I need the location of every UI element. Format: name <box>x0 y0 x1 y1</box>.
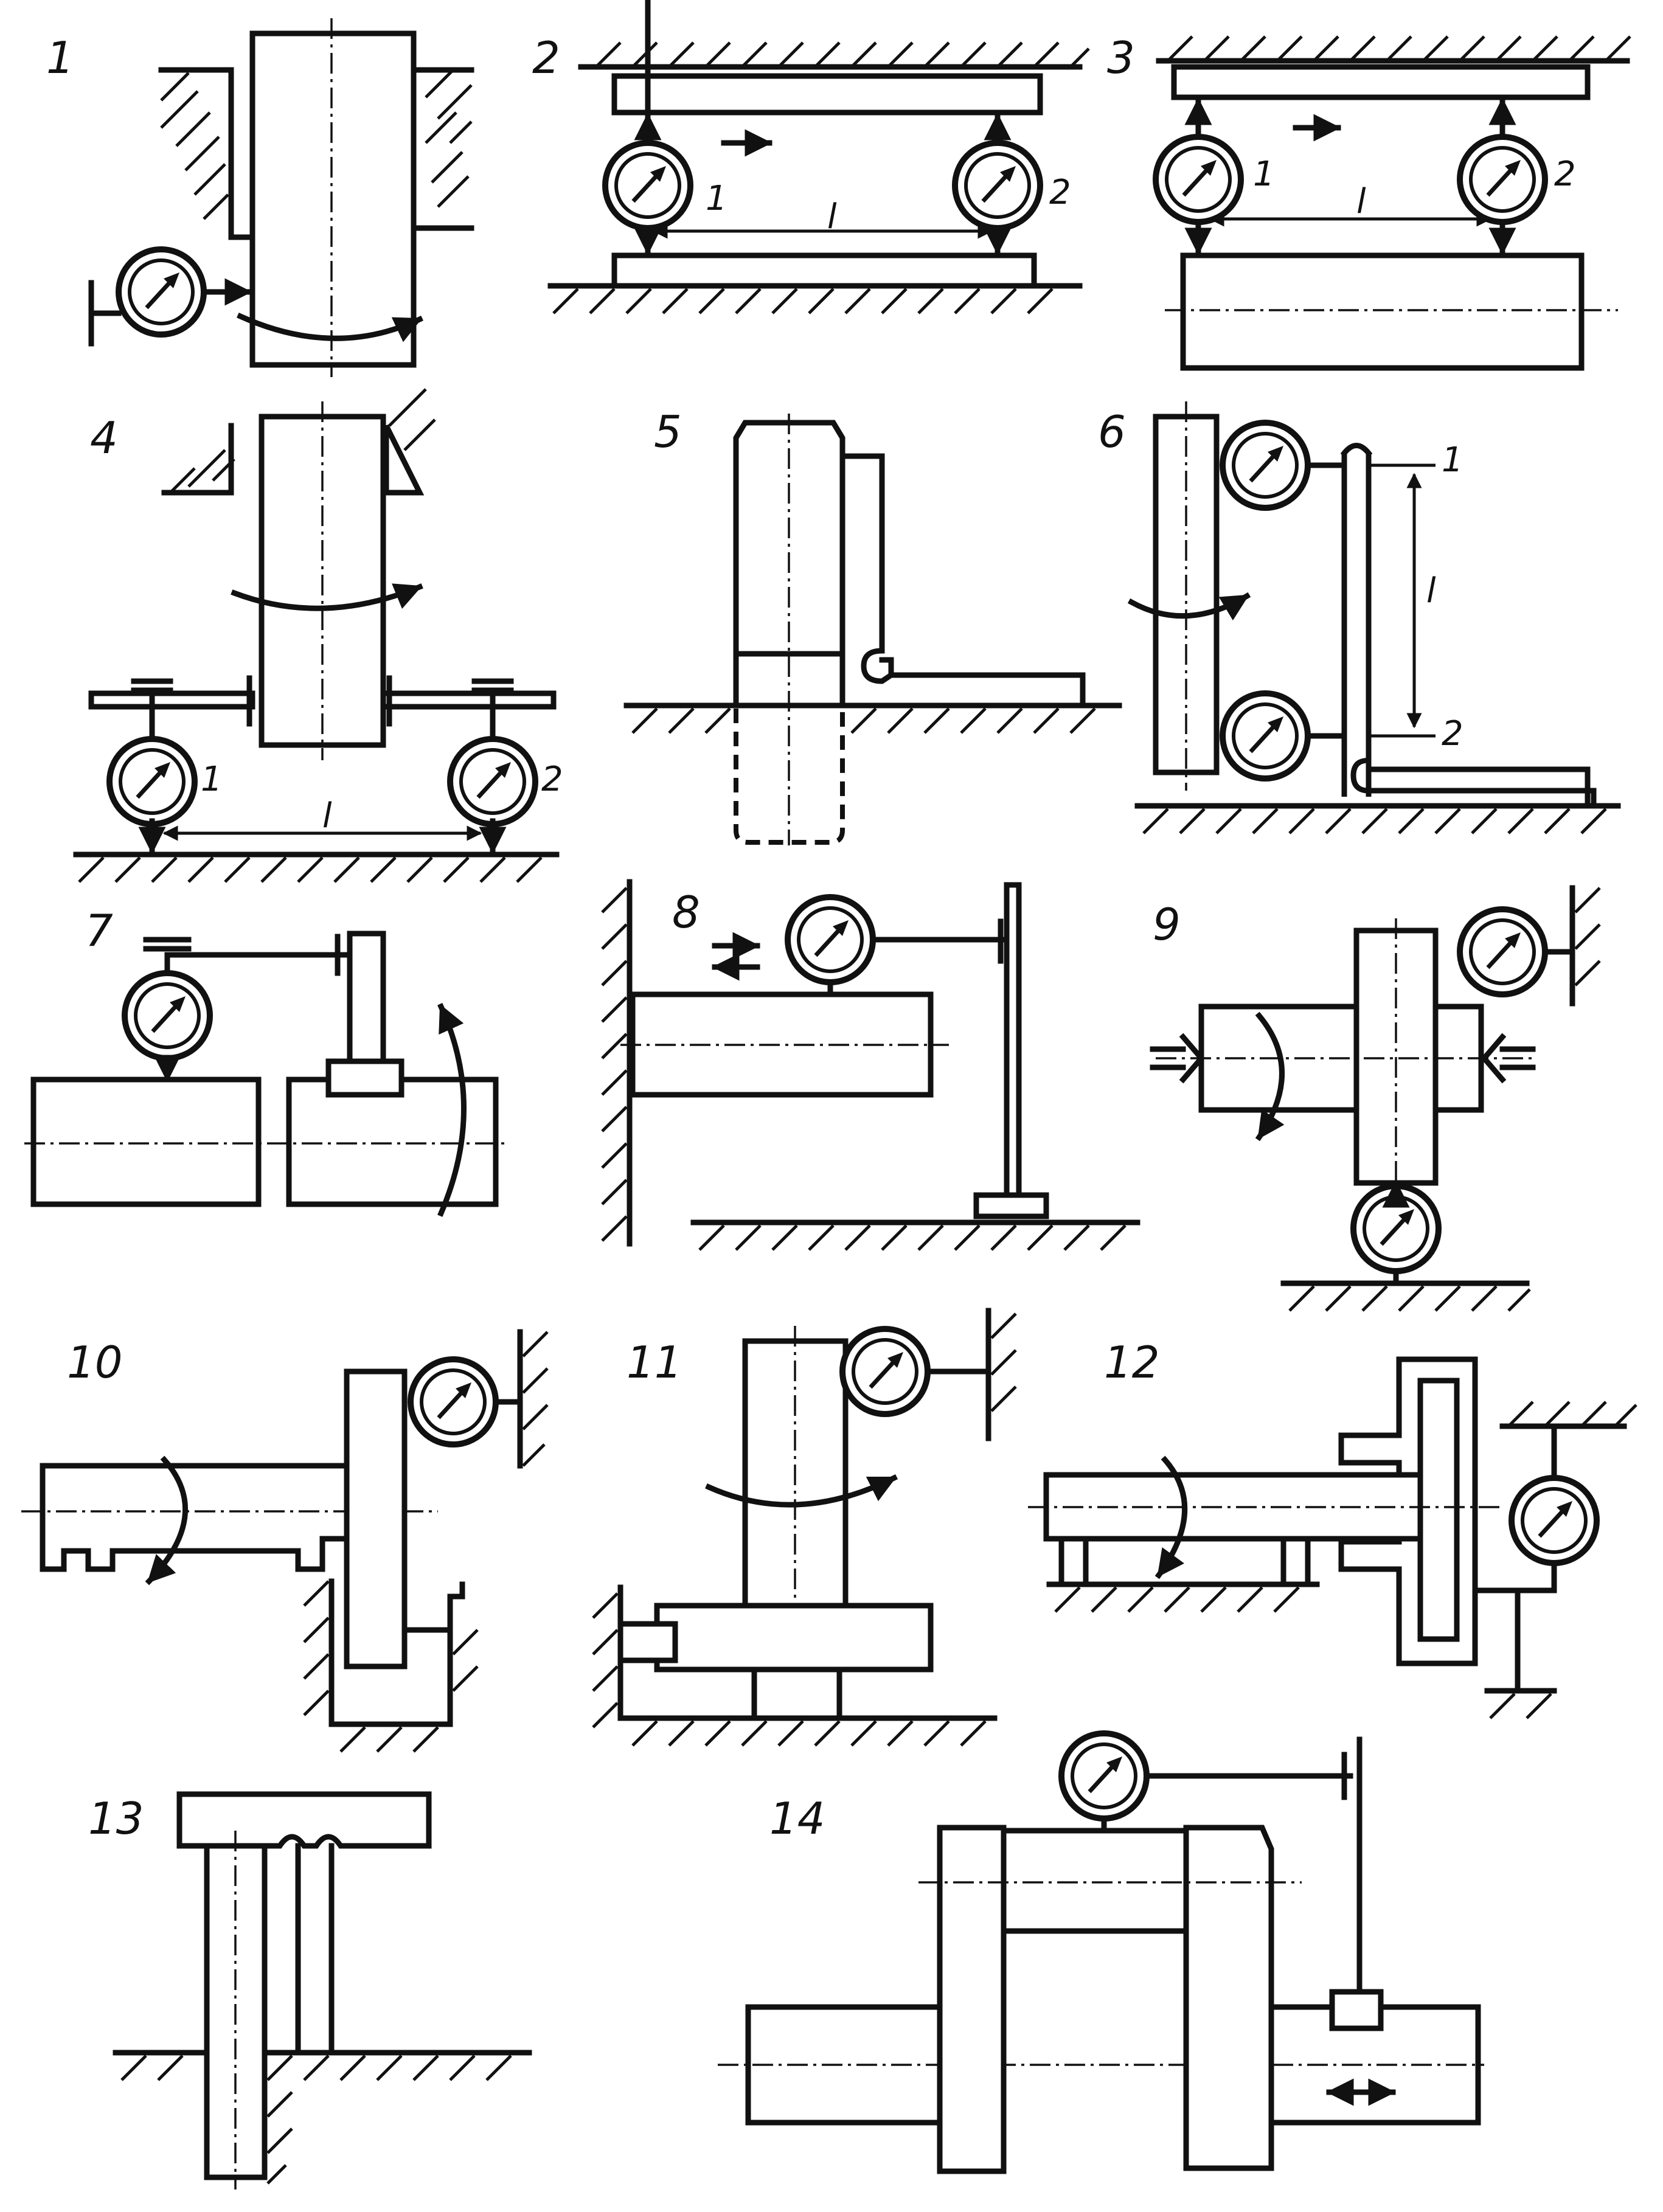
dial-indicator-icon <box>788 897 873 982</box>
figure-1: 1 <box>46 18 474 377</box>
dial-indicator-icon <box>450 739 535 824</box>
figure-3: 3 1 2 l <box>1107 32 1631 371</box>
figure-12: 12 <box>1028 1337 1637 1719</box>
svg-text:1: 1 <box>1253 154 1275 194</box>
dial-indicator-icon <box>1156 137 1241 222</box>
dial-indicator-icon <box>1223 693 1308 778</box>
svg-text:2: 2 <box>1554 154 1576 194</box>
figure-label-11: 11 <box>627 1337 682 1388</box>
figure-label-5: 5 <box>654 406 682 457</box>
dial-indicator-icon <box>842 1329 928 1414</box>
figure-13: 13 <box>88 1791 532 2189</box>
svg-text:l: l <box>827 197 837 237</box>
dial-indicator-icon <box>1223 423 1308 508</box>
figure-label-8: 8 <box>672 887 700 938</box>
figure-8: 8 <box>601 879 1140 1251</box>
figure-label-1: 1 <box>46 32 74 83</box>
rotation-arrow-icon <box>237 313 423 342</box>
dial-indicator-icon <box>955 143 1040 228</box>
figure-label-7: 7 <box>85 905 113 956</box>
svg-text:1: 1 <box>201 760 223 799</box>
figure-label-2: 2 <box>532 32 560 83</box>
dial-indicator-icon <box>1061 1733 1147 1818</box>
figure-2: 2 1 2 l <box>532 0 1090 314</box>
figure-9: 9 <box>1150 885 1601 1312</box>
figure-label-9: 9 <box>1153 899 1181 950</box>
dial-indicator-icon <box>1460 137 1545 222</box>
figure-4: 4 1 2 l <box>73 388 563 883</box>
figure-label-14: 14 <box>769 1793 825 1844</box>
figure-11: 11 <box>592 1308 1017 1747</box>
figure-10: 10 <box>21 1329 549 1753</box>
figure-7: 7 <box>24 905 505 1217</box>
dial-indicator-icon <box>1353 1186 1439 1271</box>
svg-text:l: l <box>322 796 332 836</box>
dial-indicator-icon <box>125 973 210 1058</box>
dial-indicator-icon <box>109 739 195 824</box>
figure-5: 5 <box>623 406 1122 845</box>
svg-text:2: 2 <box>1442 714 1463 754</box>
figure-label-6: 6 <box>1098 406 1126 457</box>
figure-6: 6 1 2 l <box>1098 401 1621 834</box>
dial-indicator-icon <box>605 143 690 228</box>
svg-text:l: l <box>1356 182 1366 221</box>
svg-text:1: 1 <box>706 179 727 218</box>
dial-indicator-icon <box>1512 1478 1597 1563</box>
svg-text:l: l <box>1426 571 1436 611</box>
svg-text:2: 2 <box>1049 173 1071 212</box>
figure-label-10: 10 <box>67 1337 123 1388</box>
svg-text:1: 1 <box>1442 440 1463 480</box>
dial-indicator-icon <box>411 1359 496 1444</box>
svg-text:2: 2 <box>541 760 563 799</box>
figure-14: 14 <box>718 1733 1484 2174</box>
figure-label-13: 13 <box>88 1793 144 1844</box>
figure-label-12: 12 <box>1104 1337 1160 1388</box>
dial-indicator-icon <box>119 249 204 335</box>
shaft <box>249 30 417 368</box>
dial-indicator-icon <box>1460 909 1545 994</box>
figure-label-3: 3 <box>1107 32 1135 83</box>
figure-label-4: 4 <box>90 412 118 463</box>
